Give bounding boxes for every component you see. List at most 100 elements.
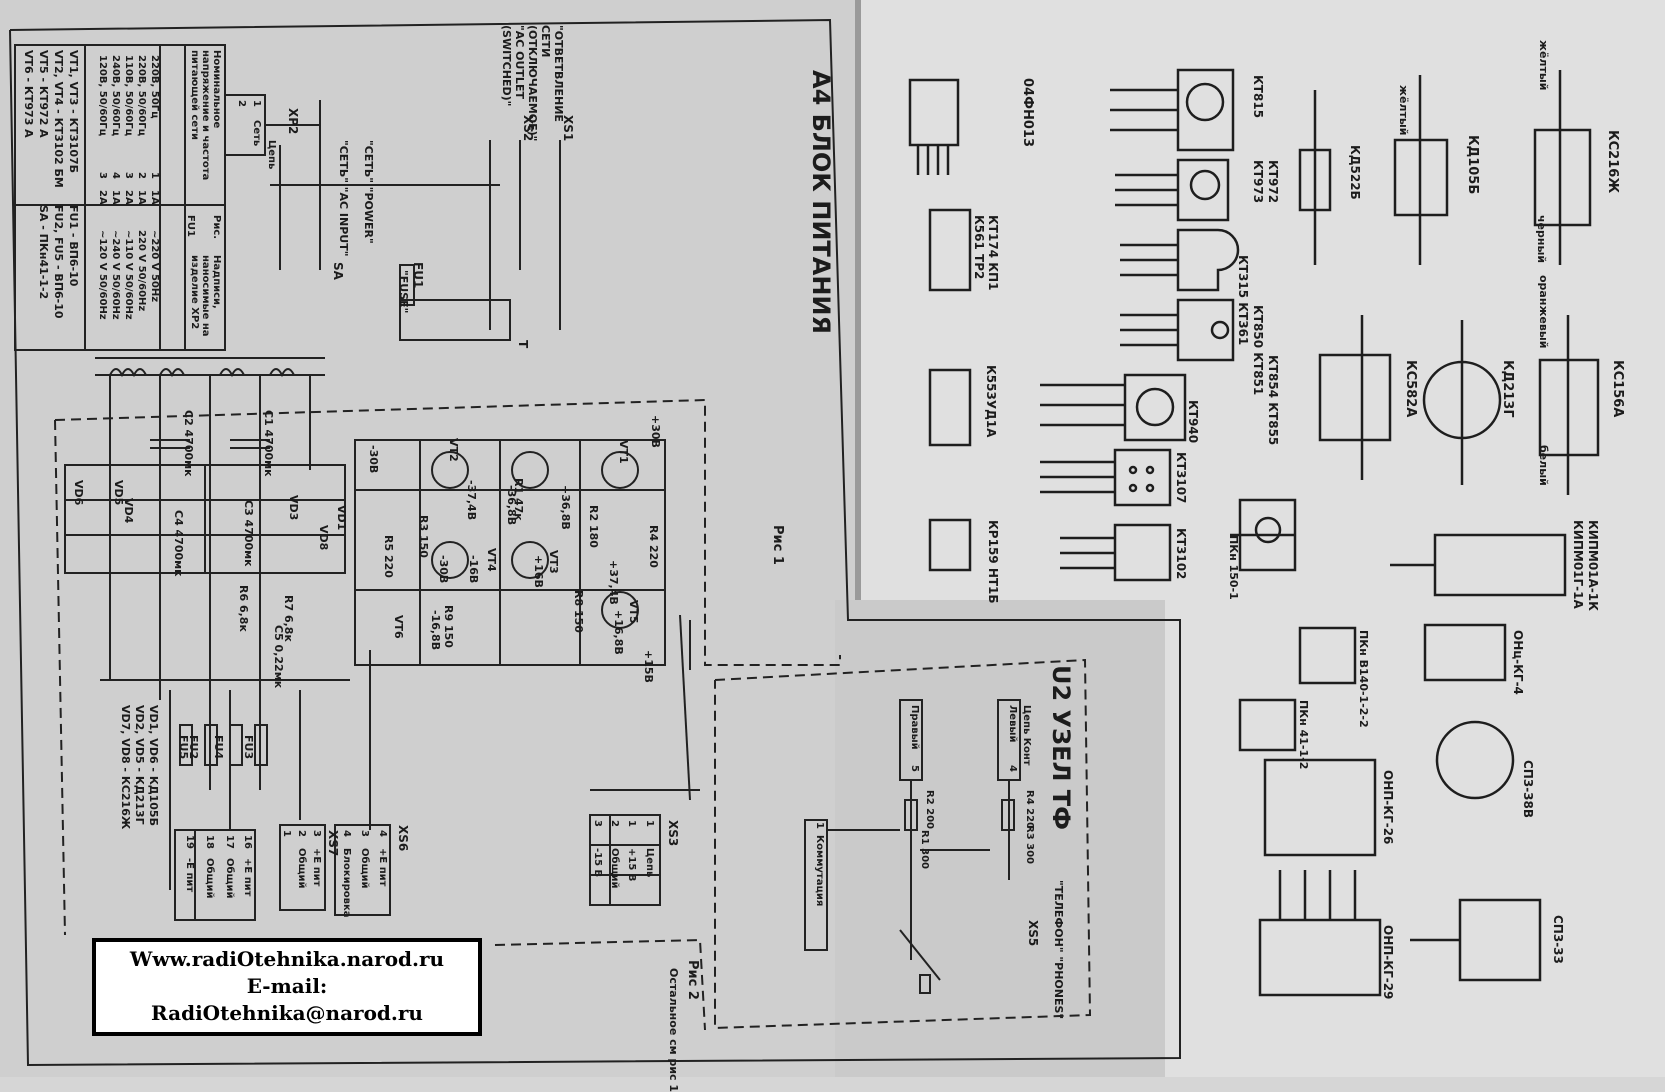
- mains-row-2-fuse: 1А: [136, 190, 147, 205]
- comp-ks216: КС216Ж: [1605, 130, 1620, 194]
- xs6-row-3: Блокировка: [341, 848, 352, 918]
- voltage-plus37: +37,4В: [607, 560, 620, 605]
- note-vt5: VT5 - КТ972 А: [37, 50, 50, 138]
- xs-left-pin-3: 18: [204, 835, 215, 849]
- comp-kt3107: КТ3107: [1174, 452, 1188, 504]
- xs-left-pin-4: 19: [184, 835, 195, 849]
- xs6-pin-3: 4: [341, 830, 352, 837]
- u2-left-box: Правый: [909, 705, 920, 750]
- u2-ground-pin: 1: [814, 822, 825, 829]
- label-vd3: VD3: [287, 495, 300, 521]
- pin-kd213-orange: оранжевый: [1537, 275, 1550, 349]
- xs3-pin-2: 2: [609, 820, 620, 827]
- voltage-plus15: +15В: [642, 650, 655, 683]
- comp-kd522: КД522Б: [1348, 145, 1362, 200]
- u2-r2: R2 200: [924, 790, 935, 830]
- mains-row-3-fuse: 2А: [123, 190, 134, 205]
- comp-ks582: КС582А: [1403, 360, 1418, 418]
- xs-left-row-4: -Е пит: [184, 858, 195, 893]
- xp2-label: XP2: [286, 108, 300, 135]
- xs5-label: XS5: [1026, 920, 1040, 947]
- u2-left-pin: 5: [909, 765, 920, 772]
- label-vt6: VT6: [392, 615, 405, 639]
- xs-left-pin-1: 16: [242, 835, 253, 849]
- comp-kr159: КР159 НТ1Б: [986, 520, 1000, 604]
- mains-row-5-fig: 3: [97, 172, 108, 179]
- outlet-caption: "ОТВЕТВЛЕНИЕ СЕТИ (ОТКЛЮЧАЕМОЕ)" "AC OUT…: [500, 25, 565, 142]
- mains-row-4-fig: 4: [110, 172, 121, 179]
- voltage-plus16: +16В: [532, 555, 545, 588]
- voltage-minus16: -16В: [467, 555, 480, 584]
- comp-kt3102: КТ3102: [1174, 528, 1188, 580]
- note-fu1: FU1 - ВП6-10: [67, 205, 80, 287]
- voltage-minus30: -30В: [367, 445, 380, 474]
- watermark-url: Www.radiOtehnika.narod.ru: [129, 947, 445, 971]
- pin-ks156-white: белый: [1537, 445, 1550, 486]
- xs7-pin-1: 3: [311, 830, 322, 837]
- comp-kt850: КТ850 КТ851: [1251, 305, 1265, 396]
- note-vd2: VD2, VD5 - КД213Г: [133, 705, 146, 825]
- mains-row-4-fuse: 1А: [110, 190, 121, 205]
- label-vt3: VT3: [547, 550, 560, 574]
- xp2-pin-1: 1: [251, 100, 262, 107]
- label-vt4: VT4: [485, 548, 498, 572]
- comp-kt973: КТ973: [1251, 160, 1265, 204]
- phones-caption: "ТЕЛЕФОН" "PHONES": [1052, 880, 1065, 1020]
- label-r3: R3 150: [417, 515, 430, 558]
- xs3-head: Цепь: [644, 848, 655, 878]
- mains-row-1-fuse: 1А: [149, 190, 160, 205]
- label-vd1: VD1: [335, 505, 348, 531]
- comp-kt815: КТ815: [1251, 75, 1265, 119]
- label-r8: R8 150: [572, 590, 585, 633]
- xs6-pin-2: 3: [359, 830, 370, 837]
- xs3-pin-3: 3: [592, 820, 603, 827]
- comp-kt854: КТ854 КТ855: [1266, 355, 1280, 446]
- label-r9: R9 150: [442, 605, 455, 648]
- label-r6: R6 6,8к: [237, 585, 250, 632]
- label-vd8: VD8: [317, 525, 330, 551]
- label-fu4: FU4: [212, 735, 225, 760]
- sa-label: SA: [331, 262, 345, 280]
- comp-04fn013: 04ФН013: [1020, 78, 1035, 147]
- xs7-pin-3: 1: [281, 830, 292, 837]
- mains-row-5-fuse: 2А: [97, 190, 108, 205]
- xs6-row-2: Общий: [359, 848, 370, 889]
- comp-kipm01g: КИПМ01Г-1А: [1571, 520, 1585, 609]
- xs-left-row-3: Общий: [204, 858, 215, 899]
- pin-ks216-yellow: жёлтый: [1537, 40, 1550, 91]
- mains-row-5-mains: 120В, 50/60Гц: [97, 55, 108, 137]
- comp-onc-kg4: ОНц-КГ-4: [1511, 630, 1525, 695]
- mains-row-1-mains: 220В, 50Гц: [149, 55, 160, 119]
- mains-header-4: Надписи, наносимые на изделие XP2: [189, 255, 222, 337]
- u2-header: Цепь Конт: [1021, 705, 1032, 766]
- mains-row-1-fig: 1: [149, 172, 160, 179]
- watermark-email-label: E-mail:: [246, 974, 328, 998]
- fig2-label: Рис 2: [685, 960, 700, 1000]
- note-vt1: VT1, VT3 - КТ3107Б: [67, 50, 80, 174]
- mains-header-1: Номинальное напряжение и частота питающе…: [189, 50, 222, 181]
- fig1-label: Рис 1: [770, 525, 785, 565]
- comp-k553: К553УД1А: [984, 365, 998, 438]
- label-c5: C5 0,22мк: [272, 625, 285, 689]
- comp-kt972: КТ972: [1266, 160, 1280, 204]
- xp2-row-1: Сеть: [251, 120, 262, 147]
- xs6-pin-1: 4: [377, 830, 388, 837]
- power-caption: "СЕТЬ" "POWER": [362, 140, 375, 244]
- note-vd1: VD1, VD6 - КД105Б: [147, 705, 160, 826]
- mains-row-3-fig: 3: [123, 172, 134, 179]
- voltage-plus168: +16,8В: [612, 610, 625, 655]
- xs-left-row-2: Общий: [224, 858, 235, 899]
- comp-kd105: КД105Б: [1465, 135, 1480, 195]
- t-label: T: [516, 340, 530, 349]
- note-vt2: VT2, VT4 - КТ3102 БМ: [52, 50, 65, 188]
- voltage-plus30: +30В: [649, 415, 662, 448]
- watermark-stamp: Www.radiOtehnika.narod.ru E-mail: RadiOt…: [92, 938, 482, 1036]
- mains-row-3-mains: 110В, 50/60Гц: [123, 55, 134, 137]
- label-c2: C2 4700мк: [182, 410, 195, 477]
- u2-subtitle: U2 УЗЕЛ ТФ: [1047, 665, 1075, 830]
- voltage-minus168: -16,8В: [429, 610, 442, 651]
- mains-row-2-fig: 2: [136, 172, 147, 179]
- comp-kd213: КД213Г: [1500, 360, 1515, 418]
- fig2-note: Остальное см рис 1: [667, 968, 680, 1092]
